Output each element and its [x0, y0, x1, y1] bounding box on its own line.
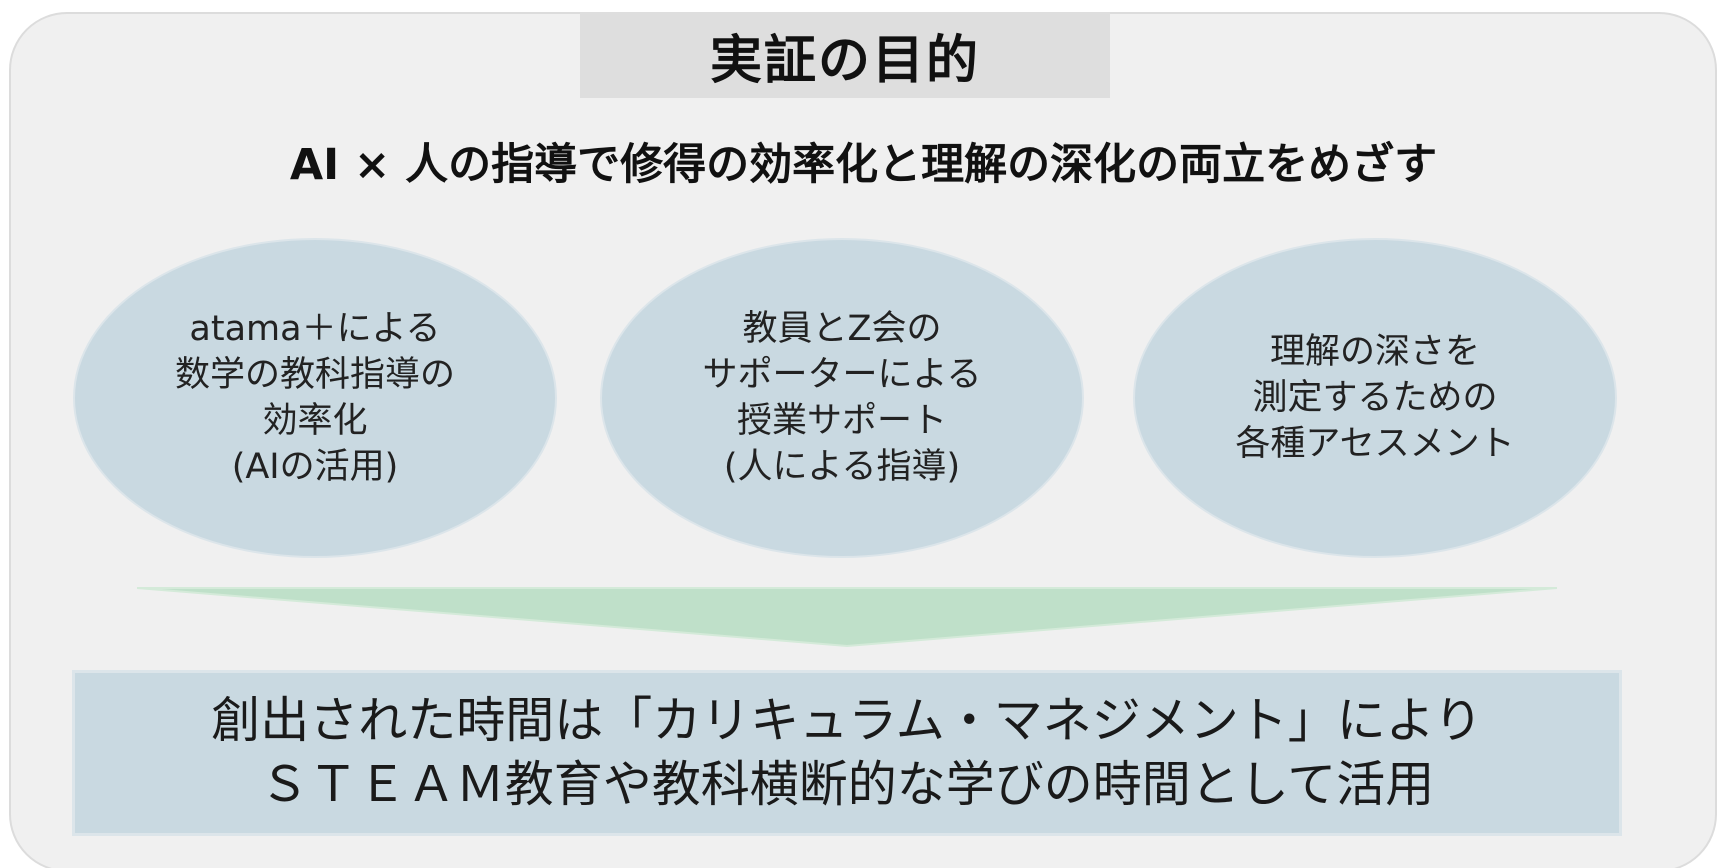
ellipse-line: 理解の深さを — [1269, 332, 1480, 372]
ellipse-line: 測定するための — [1252, 378, 1498, 418]
ellipse-line: 効率化 — [262, 401, 368, 441]
ellipse-text: atama＋による 数学の教科指導の 効率化 (AIの活用) — [175, 306, 455, 490]
result-box: 創出された時間は「カリキュラム・マネジメント」により ＳＴＥＡＭ教育や教科横断的… — [72, 670, 1622, 836]
ellipse-ai-instruction: atama＋による 数学の教科指導の 効率化 (AIの活用) — [73, 238, 557, 558]
ellipse-line: (人による指導) — [723, 447, 961, 487]
result-line: ＳＴＥＡＭ教育や教科横断的な学びの時間として活用 — [259, 756, 1435, 813]
page-title: 実証の目的 — [580, 12, 1110, 98]
result-line: 創出された時間は「カリキュラム・マネジメント」により — [211, 692, 1483, 749]
ellipse-line: 各種アセスメント — [1235, 424, 1515, 464]
ellipse-line: 教員とZ会の — [742, 309, 942, 349]
ellipse-line: (AIの活用) — [231, 447, 399, 487]
ellipse-text: 理解の深さを 測定するための 各種アセスメント — [1235, 329, 1514, 467]
ellipse-text: 教員とZ会の サポーターによる 授業サポート (人による指導) — [703, 306, 982, 490]
subtitle: AI × 人の指導で修得の効率化と理解の深化の両立をめざす — [289, 140, 1438, 190]
down-arrow-icon — [137, 587, 1557, 648]
ellipse-human-support: 教員とZ会の サポーターによる 授業サポート (人による指導) — [600, 238, 1084, 558]
ellipse-line: サポーターによる — [702, 355, 982, 395]
ellipse-line: 授業サポート — [736, 401, 947, 441]
ellipse-line: atama＋による — [189, 309, 441, 349]
ellipse-line: 数学の教科指導の — [174, 355, 455, 395]
arrow-shape — [137, 587, 1557, 648]
ellipse-assessment: 理解の深さを 測定するための 各種アセスメント — [1133, 238, 1617, 558]
